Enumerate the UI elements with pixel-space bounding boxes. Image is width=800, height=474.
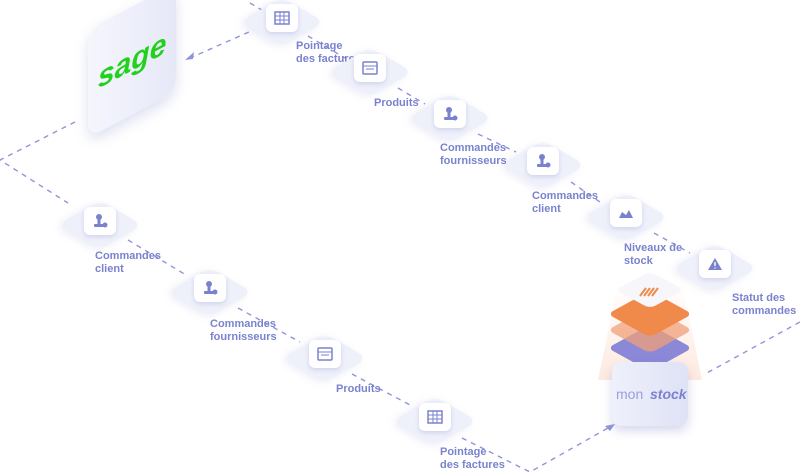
stamp-icon — [444, 107, 458, 121]
tile-face — [354, 54, 386, 82]
tile-produits-top[interactable] — [327, 42, 413, 102]
window-icon — [362, 61, 378, 75]
monstock-word-stock: stock — [650, 386, 687, 402]
label-line: Commandes — [440, 142, 507, 154]
stamp-icon — [537, 154, 551, 168]
tile-commandes-client-top[interactable] — [500, 135, 586, 195]
warning-icon — [708, 258, 722, 270]
tile-pointage-factures-bottom[interactable] — [392, 391, 478, 451]
tile-face — [84, 207, 116, 235]
tile-face — [434, 100, 466, 128]
label-line: client — [95, 263, 124, 275]
tile-face — [309, 340, 341, 368]
tile-face — [610, 199, 642, 227]
tile-commandes-fournisseurs-bottom[interactable] — [167, 262, 253, 322]
label-line: Niveaux de — [624, 242, 683, 254]
label-produits-bottom: Produits — [336, 383, 381, 396]
label-line: Commandes — [95, 250, 162, 262]
monstock-word-mon: mon — [616, 386, 644, 402]
label-line: fournisseurs — [440, 155, 507, 167]
tile-commandes-client-bottom[interactable] — [57, 195, 143, 255]
barcode-icon — [639, 287, 659, 297]
stamp-icon — [94, 214, 108, 228]
tile-face — [194, 274, 226, 302]
label-line: Pointage — [296, 40, 343, 52]
label-line: Commandes — [532, 190, 599, 202]
tile-commandes-fournisseurs-top[interactable] — [407, 88, 493, 148]
window-icon — [317, 347, 333, 361]
label-line: des factures — [440, 459, 505, 471]
label-line: client — [532, 203, 561, 215]
monstock-block: mon stock — [612, 362, 688, 426]
label-line: Commandes — [210, 318, 277, 330]
sage-logo: sage — [98, 26, 167, 96]
tile-statut-commandes[interactable] — [672, 238, 758, 298]
label-line: Pointage — [440, 446, 487, 458]
label-produits-top: Produits — [374, 97, 419, 110]
tile-face — [419, 403, 451, 431]
calculator-icon — [427, 410, 443, 424]
calculator-icon — [274, 11, 290, 25]
label-line: Produits — [336, 383, 381, 395]
label-line: commandes — [732, 305, 797, 317]
label-line: stock — [624, 255, 653, 267]
stamp-icon — [204, 281, 218, 295]
label-line: Produits — [374, 97, 419, 109]
tile-face — [699, 250, 731, 278]
tile-face — [266, 4, 298, 32]
label-line: fournisseurs — [210, 331, 277, 343]
tile-pointage-factures-top[interactable] — [239, 0, 325, 52]
boxes-icon — [619, 210, 633, 218]
tile-produits-bottom[interactable] — [282, 328, 368, 388]
tile-niveaux-stock[interactable] — [583, 187, 669, 247]
tile-face — [527, 147, 559, 175]
label-line: Statut des — [732, 292, 786, 304]
